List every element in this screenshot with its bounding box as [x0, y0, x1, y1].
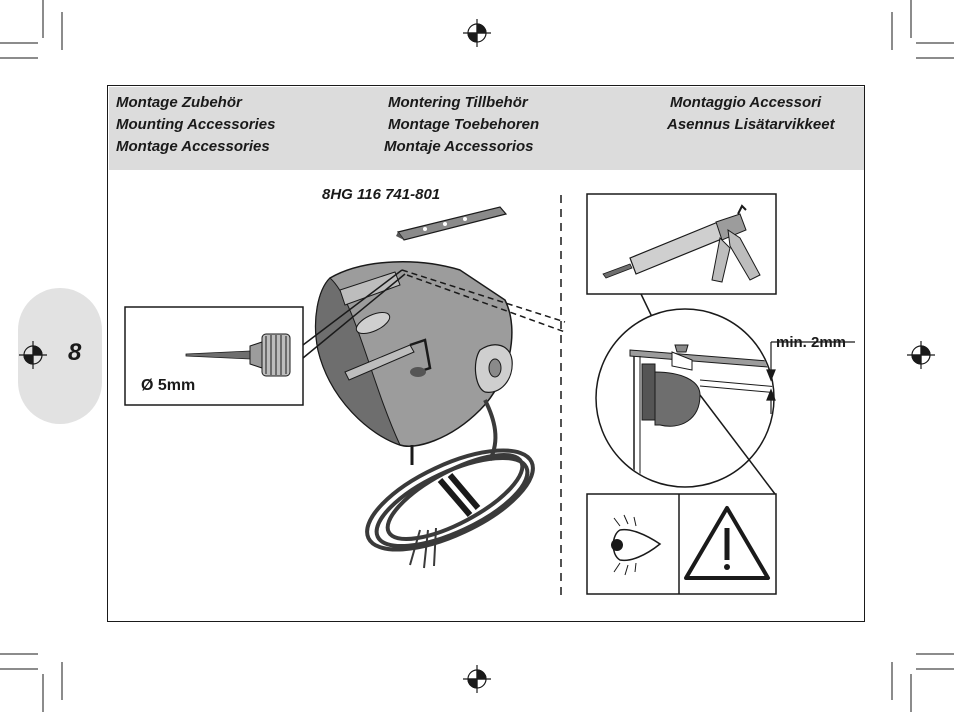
sealant-gun-icon	[602, 204, 761, 283]
page-number: 8	[68, 339, 82, 366]
header-band	[108, 86, 864, 170]
drill-diameter-label: Ø 5mm	[141, 377, 196, 394]
heading-nl: Montage Toebehoren	[388, 116, 540, 133]
part-number-label: 8HG 116 741-801	[322, 186, 441, 203]
bracket-part	[396, 206, 508, 241]
registration-mark-icon	[19, 341, 47, 369]
registration-mark-icon	[463, 665, 491, 693]
registration-mark-icon	[463, 19, 491, 47]
content-frame	[107, 85, 865, 622]
lamp-housing	[314, 261, 513, 465]
warning-triangle-icon	[684, 506, 770, 580]
min-gap-dimension	[766, 341, 855, 414]
heading-sv: Montering Tillbehör	[388, 94, 528, 111]
magnified-section	[595, 308, 775, 488]
registration-mark-icon	[907, 341, 935, 369]
heading-it: Montaggio Accessori	[670, 94, 822, 111]
cable-coil	[365, 399, 535, 569]
min-gap-label: min. 2mm	[776, 334, 847, 351]
heading-en: Mounting Accessories	[116, 116, 276, 133]
heading-fr: Montage Accessories	[116, 138, 270, 155]
heading-de: Montage Zubehör	[116, 94, 242, 111]
eye-icon	[611, 514, 662, 576]
heading-fi: Asennus Lisätarvikkeet	[667, 116, 835, 133]
heading-es: Montaje Accessorios	[384, 138, 534, 155]
drill-icon	[185, 333, 291, 377]
